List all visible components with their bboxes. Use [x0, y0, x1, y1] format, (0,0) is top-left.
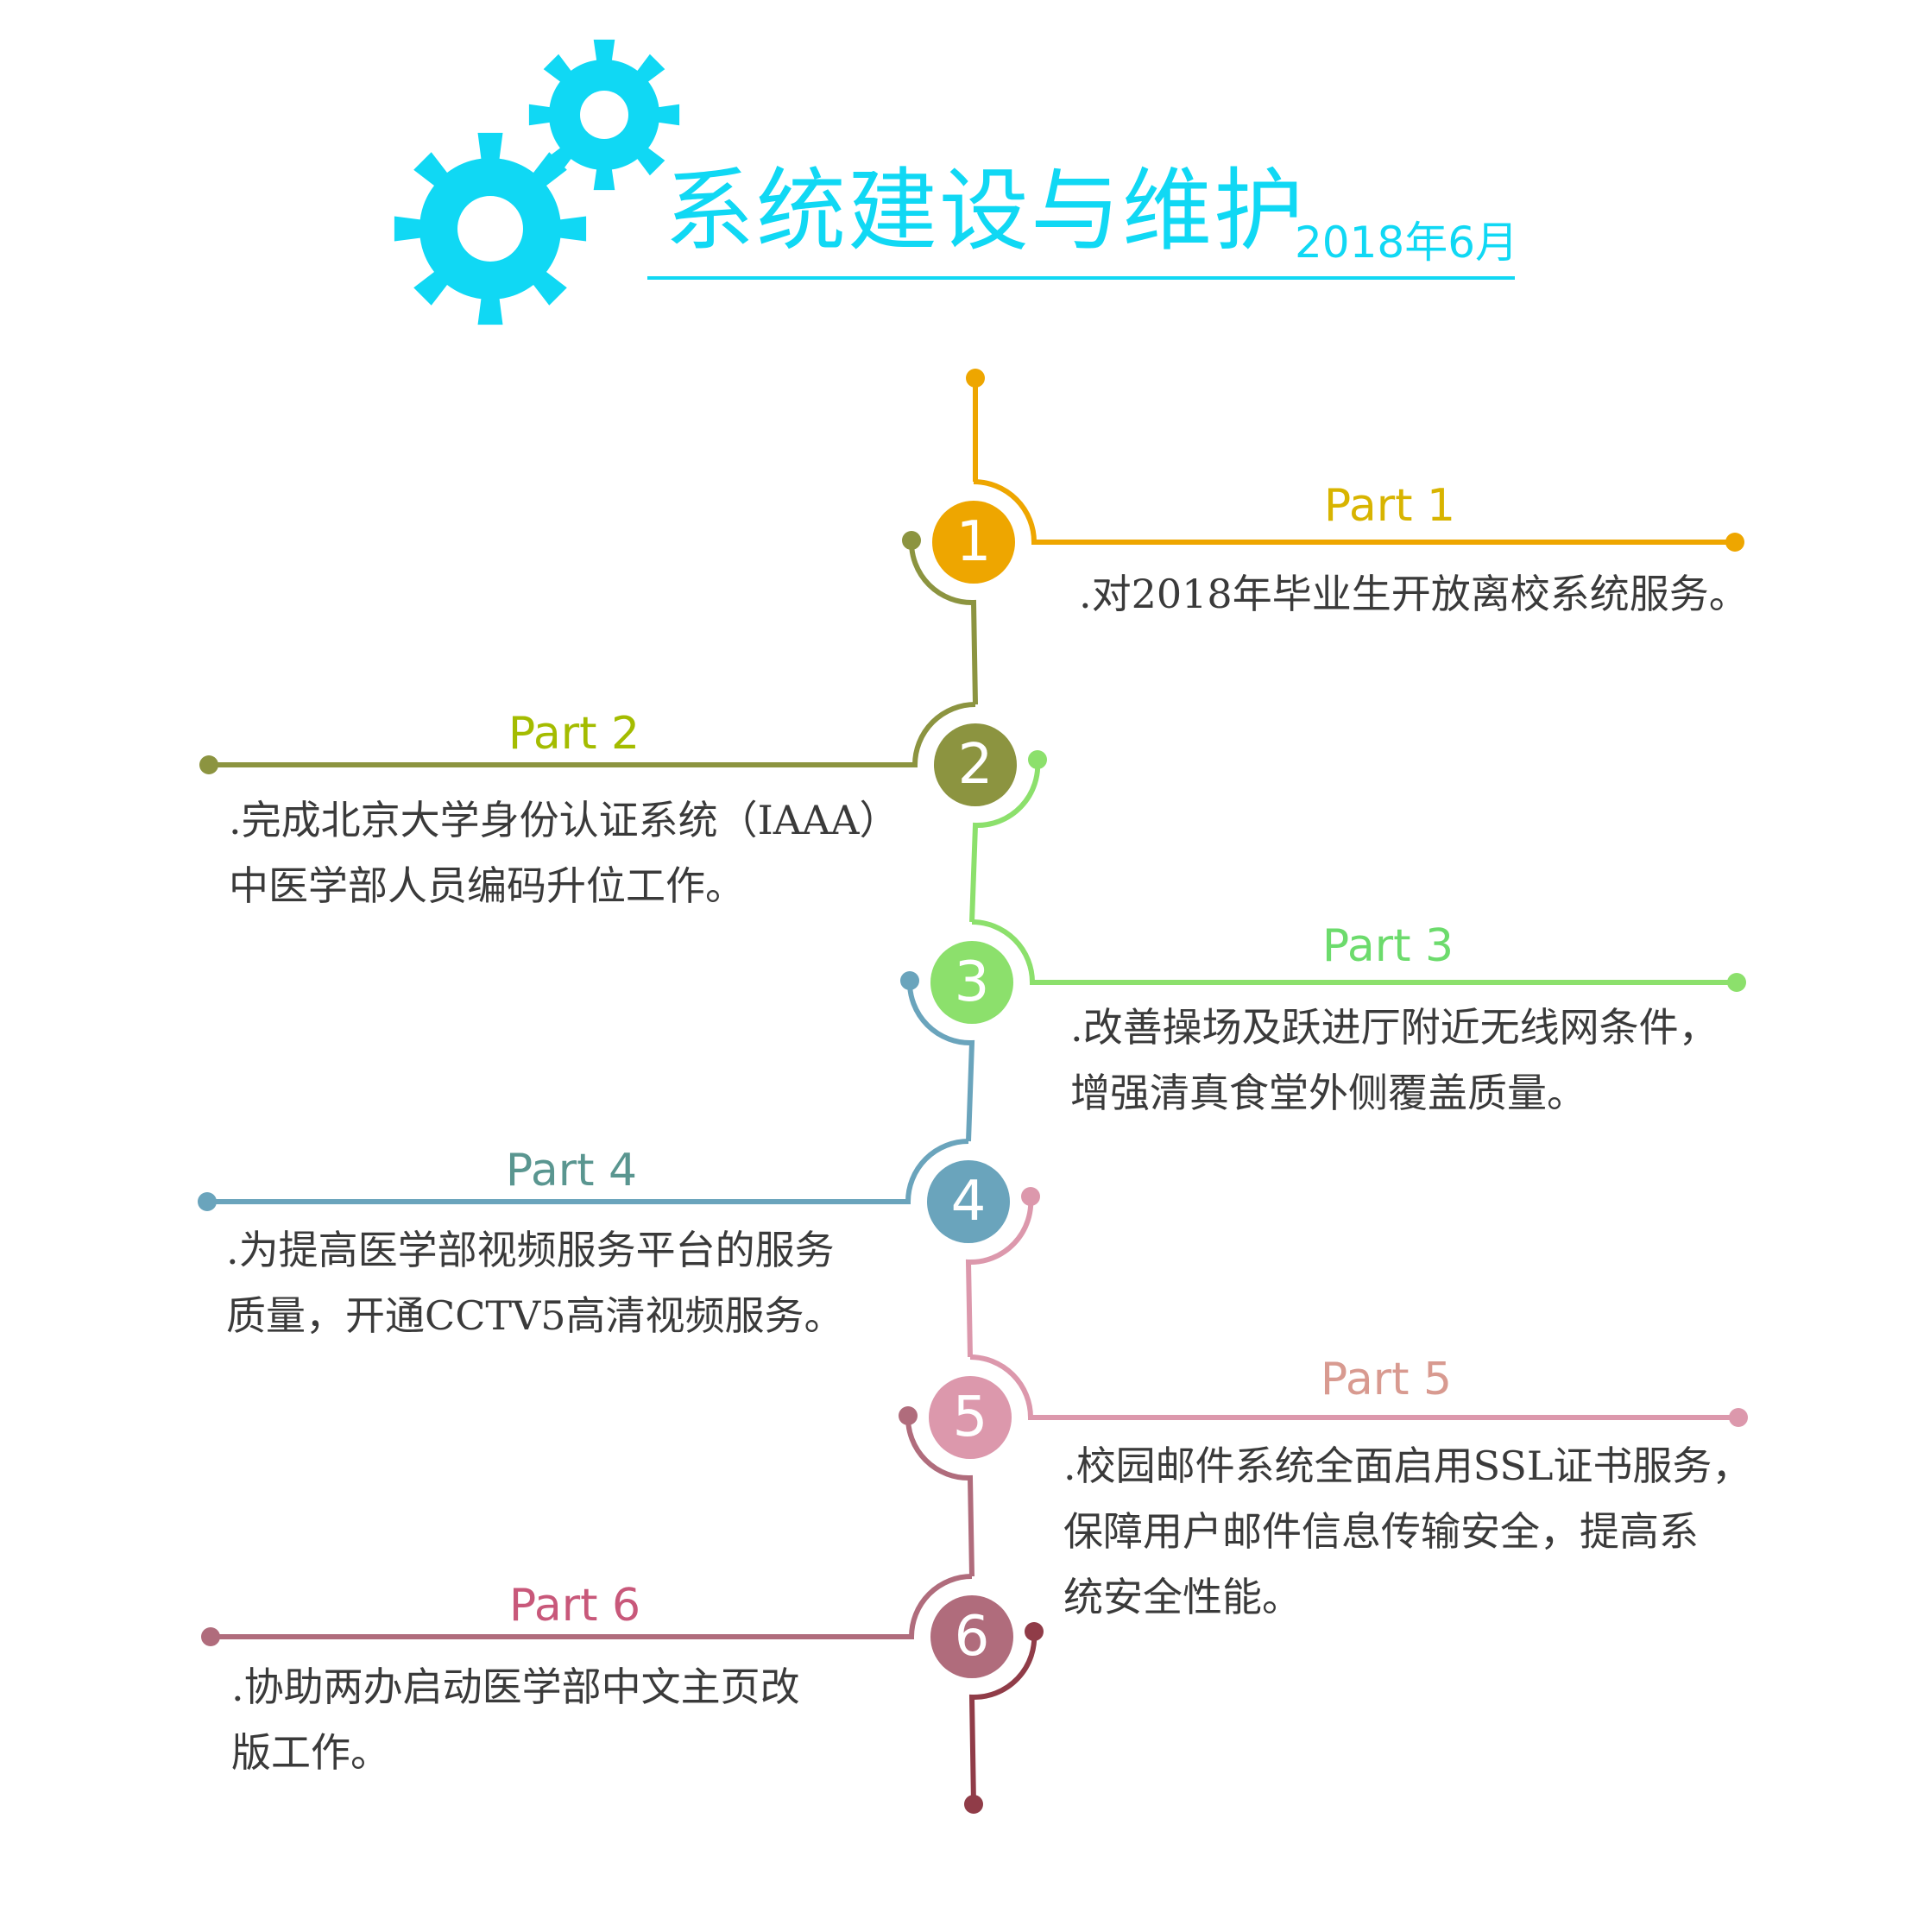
- part-5-line-1: .校园邮件系统全面启用SSL证书服务，: [1063, 1443, 1752, 1489]
- part-1-title: Part 1: [1323, 480, 1456, 532]
- part-4-number: 4: [927, 1160, 1010, 1243]
- part-4-connector: [207, 1139, 969, 1204]
- part-3-number: 3: [930, 941, 1013, 1024]
- part-5-lower-arc: [905, 1415, 974, 1577]
- part-2-number: 2: [934, 723, 1017, 806]
- part-4-end-dot: [198, 1192, 217, 1211]
- part-6-text: .协助两办启动医学部中文主页改 版工作。: [231, 1654, 800, 1785]
- title-date: 2018年6月: [1295, 218, 1519, 268]
- part-2-lower-arc: [969, 759, 1041, 923]
- part-2-line-2: 中医学部人员编码升位工作。: [229, 862, 745, 909]
- part-3-lower-arc: [906, 980, 975, 1142]
- part-1-line-1: .对2018年毕业生开放离校系统服务。: [1079, 571, 1749, 617]
- small-gear-hole: [580, 91, 628, 139]
- part-3-side-dot: [900, 971, 919, 990]
- gears-icon: [394, 39, 680, 325]
- part-5-title: Part 5: [1320, 1354, 1453, 1405]
- part-2-connector: [209, 702, 976, 767]
- part-5-line-2: 保障用户邮件信息传输安全，提高系: [1063, 1508, 1699, 1555]
- part-1-side-dot: [902, 531, 921, 550]
- part-5-side-dot: [899, 1406, 918, 1425]
- part-2-line-1: .完成北京大学身份认证系统（IAAA）: [229, 797, 899, 843]
- part-4-side-dot: [1021, 1187, 1040, 1206]
- part-5-end-dot: [1729, 1408, 1748, 1427]
- part-1-text: .对2018年毕业生开放离校系统服务。: [1079, 561, 1749, 627]
- part-6-line-2: 版工作。: [231, 1729, 390, 1776]
- part-2-side-dot: [1028, 750, 1047, 769]
- part-3-end-dot: [1727, 973, 1746, 992]
- part-4-line-2: 质量，开通CCTV5高清视频服务。: [226, 1292, 844, 1339]
- part-4-line-1: .为提高医学部视频服务平台的服务: [226, 1227, 835, 1273]
- part-3-line-1: .改善操场及跃进厅附近无线网条件，: [1070, 1004, 1719, 1051]
- part-5-connector: [969, 1354, 1738, 1420]
- part-4-lower-arc: [965, 1196, 1034, 1358]
- part-3-line-2: 增强清真食堂外侧覆盖质量。: [1070, 1070, 1586, 1116]
- part-1-lower-arc: [908, 540, 978, 705]
- part-5-number: 5: [929, 1376, 1012, 1459]
- part-6-end-dot: [201, 1627, 220, 1646]
- part-1-end-dot: [1725, 533, 1744, 552]
- part-6-lower-arc: [968, 1631, 1038, 1805]
- page-title: 系统建设与维护: [665, 158, 1306, 263]
- part-1-number: 1: [932, 501, 1015, 584]
- part-6-connector: [211, 1574, 973, 1639]
- large-gear-hole: [457, 196, 523, 262]
- part-2-end-dot: [199, 755, 218, 774]
- part-2-title: Part 2: [508, 708, 640, 760]
- part-4-title: Part 4: [505, 1145, 638, 1196]
- part-3-text: .改善操场及跃进厅附近无线网条件， 增强清真食堂外侧覆盖质量。: [1070, 994, 1719, 1126]
- part-4-text: .为提高医学部视频服务平台的服务 质量，开通CCTV5高清视频服务。: [226, 1217, 844, 1348]
- timeline-end-dot: [964, 1795, 983, 1814]
- part-1-connector: [973, 479, 1735, 545]
- part-3-connector: [971, 919, 1737, 985]
- part-6-number: 6: [930, 1595, 1013, 1678]
- part-3-title: Part 3: [1321, 920, 1454, 972]
- part-6-title: Part 6: [508, 1580, 641, 1632]
- part-5-line-3: 统安全性能。: [1063, 1574, 1302, 1620]
- part-6-side-dot: [1025, 1622, 1044, 1641]
- part-6-line-1: .协助两办启动医学部中文主页改: [231, 1664, 800, 1710]
- part-2-text: .完成北京大学身份认证系统（IAAA） 中医学部人员编码升位工作。: [229, 787, 899, 919]
- part-5-text: .校园邮件系统全面启用SSL证书服务， 保障用户邮件信息传输安全，提高系 统安全…: [1063, 1433, 1751, 1630]
